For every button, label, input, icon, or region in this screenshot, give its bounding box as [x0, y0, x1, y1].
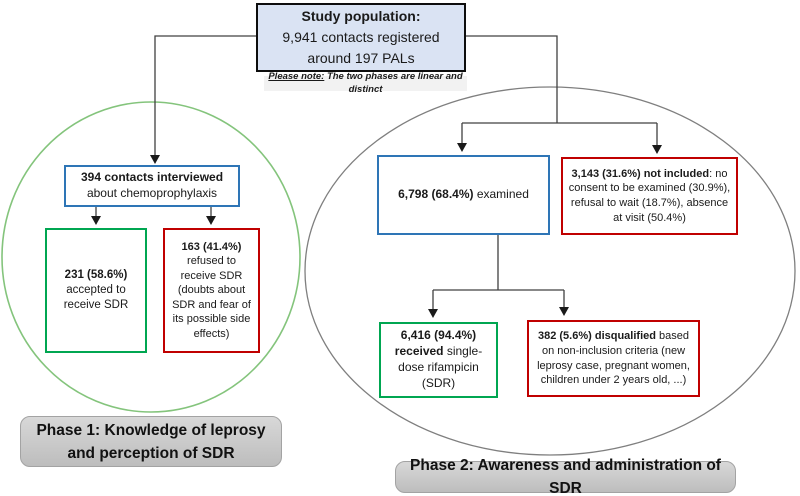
study-population-box: Study population: 9,941 contacts registe… — [256, 3, 466, 72]
phase2-label: Phase 2: Awareness and administration of… — [395, 457, 736, 496]
arrowhead-accepted — [91, 216, 101, 225]
examined-count: 6,798 (68.4%) — [398, 187, 474, 202]
accepted-count: 231 (58.6%) — [64, 268, 128, 281]
examined-text: examined — [473, 187, 529, 202]
phase2-ellipse — [304, 86, 796, 456]
refused-text: refused to receive SDR (doubts about SDR… — [172, 255, 251, 340]
refused-box: 163 (41.4%) refused to receive SDR (doub… — [163, 228, 260, 353]
connector-study-to-right — [466, 35, 558, 123]
refused-count: 163 (41.4%) — [181, 240, 242, 253]
not-included-text: : no consent to be examined (30.9%), ref… — [568, 167, 731, 224]
note-banner: Please note: The two phases are linear a… — [264, 71, 467, 95]
note-rest: The two phases are linear and distinct — [324, 70, 463, 95]
received-bold-word: received — [394, 344, 444, 359]
not-included-count: 3,143 (31.6%) not included — [571, 167, 710, 180]
arrowhead-refused — [206, 216, 216, 225]
arrowhead-received — [428, 309, 438, 318]
examined-box: 6,798 (68.4%) examined — [377, 155, 550, 235]
study-population-line2: 9,941 contacts registered — [282, 29, 440, 45]
not-included-box: 3,143 (31.6%) not included: no consent t… — [561, 157, 738, 235]
arrowhead-not-included — [652, 145, 662, 154]
arrowhead-interviewed — [150, 155, 160, 164]
disqualified-text: based on non-inclusion criteria (new lep… — [537, 330, 690, 387]
interviewed-box: 394 contacts interviewed about chemoprop… — [64, 165, 240, 207]
phase1-circle — [1, 101, 301, 413]
received-text: single-dose rifampicin (SDR) — [398, 344, 483, 390]
study-population-title: Study population: — [301, 8, 421, 24]
phase1-label: Phase 1: Knowledge of leprosy and percep… — [20, 416, 282, 467]
connector-examined-branch — [433, 235, 564, 291]
accepted-box: 231 (58.6%) accepted to receive SDR — [45, 228, 147, 353]
received-box: 6,416 (94.4%) received single-dose rifam… — [379, 322, 498, 398]
interviewed-count: 394 contacts interviewed — [80, 170, 224, 185]
disqualified-box: 382 (5.6%) disqualified based on non-inc… — [527, 320, 700, 397]
phase2-label-text: Phase 2: Awareness and administration of… — [410, 457, 721, 496]
note-lead: Please note: — [268, 70, 325, 82]
disqualified-count: 382 (5.6%) disqualified — [537, 330, 656, 343]
connector-study-to-interviewed — [154, 35, 256, 156]
arrowhead-disqualified — [559, 307, 569, 316]
received-count: 6,416 (94.4%) — [400, 328, 477, 343]
interviewed-text: about chemoprophylaxis — [86, 186, 218, 200]
accepted-text: accepted to receive SDR — [63, 283, 129, 312]
study-population-line3: around 197 PALs — [307, 50, 415, 66]
arrowhead-examined — [457, 143, 467, 152]
phase1-label-text: Phase 1: Knowledge of leprosy and percep… — [36, 421, 266, 462]
